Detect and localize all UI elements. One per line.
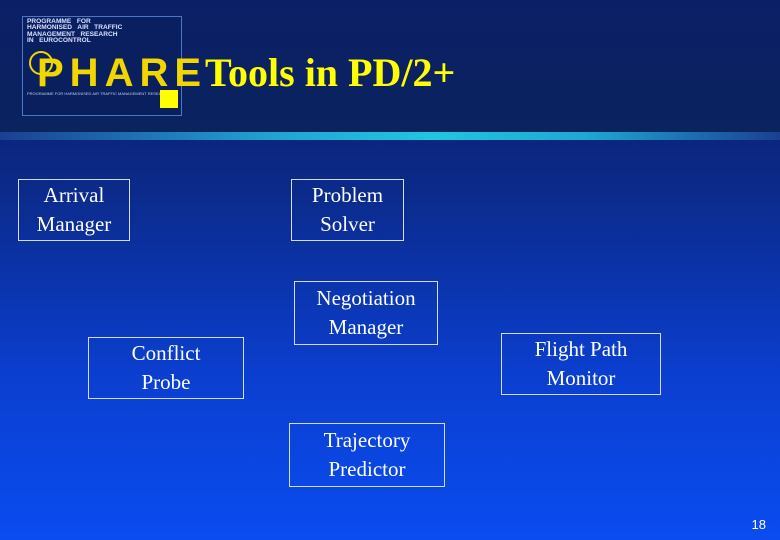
slide-title: Tools in PD/2+ [205, 50, 456, 95]
node-negotiation-manager: Negotiation Manager [294, 281, 438, 345]
node-label: Arrival Manager [36, 183, 112, 236]
page-number: 18 [751, 517, 766, 532]
phare-logo: PROGRAMME FOR HARMONISED AIR TRAFFIC MAN… [22, 16, 201, 116]
node-label: Flight Path Monitor [534, 337, 628, 390]
logo-emblem-icon [29, 51, 53, 75]
logo-wordmark: PHARE [37, 51, 208, 95]
logo-bottom-text: PROGRAMME FOR HARMONISED AIR TRAFFIC MAN… [27, 91, 177, 96]
node-conflict-probe: Conflict Probe [88, 337, 244, 399]
node-flight-path-monitor: Flight Path Monitor [501, 333, 661, 395]
node-label: Trajectory Predictor [323, 428, 411, 481]
logo-top-text: PROGRAMME FOR HARMONISED AIR TRAFFIC MAN… [27, 18, 123, 45]
header-divider [0, 132, 780, 140]
node-problem-solver: Problem Solver [291, 179, 404, 241]
node-arrival-manager: Arrival Manager [18, 179, 130, 241]
node-label: Conflict Probe [131, 341, 201, 394]
node-label: Problem Solver [311, 183, 384, 236]
node-trajectory-predictor: Trajectory Predictor [289, 423, 445, 487]
header-band [0, 0, 780, 132]
accent-square [160, 90, 178, 108]
node-label: Negotiation Manager [316, 286, 416, 339]
